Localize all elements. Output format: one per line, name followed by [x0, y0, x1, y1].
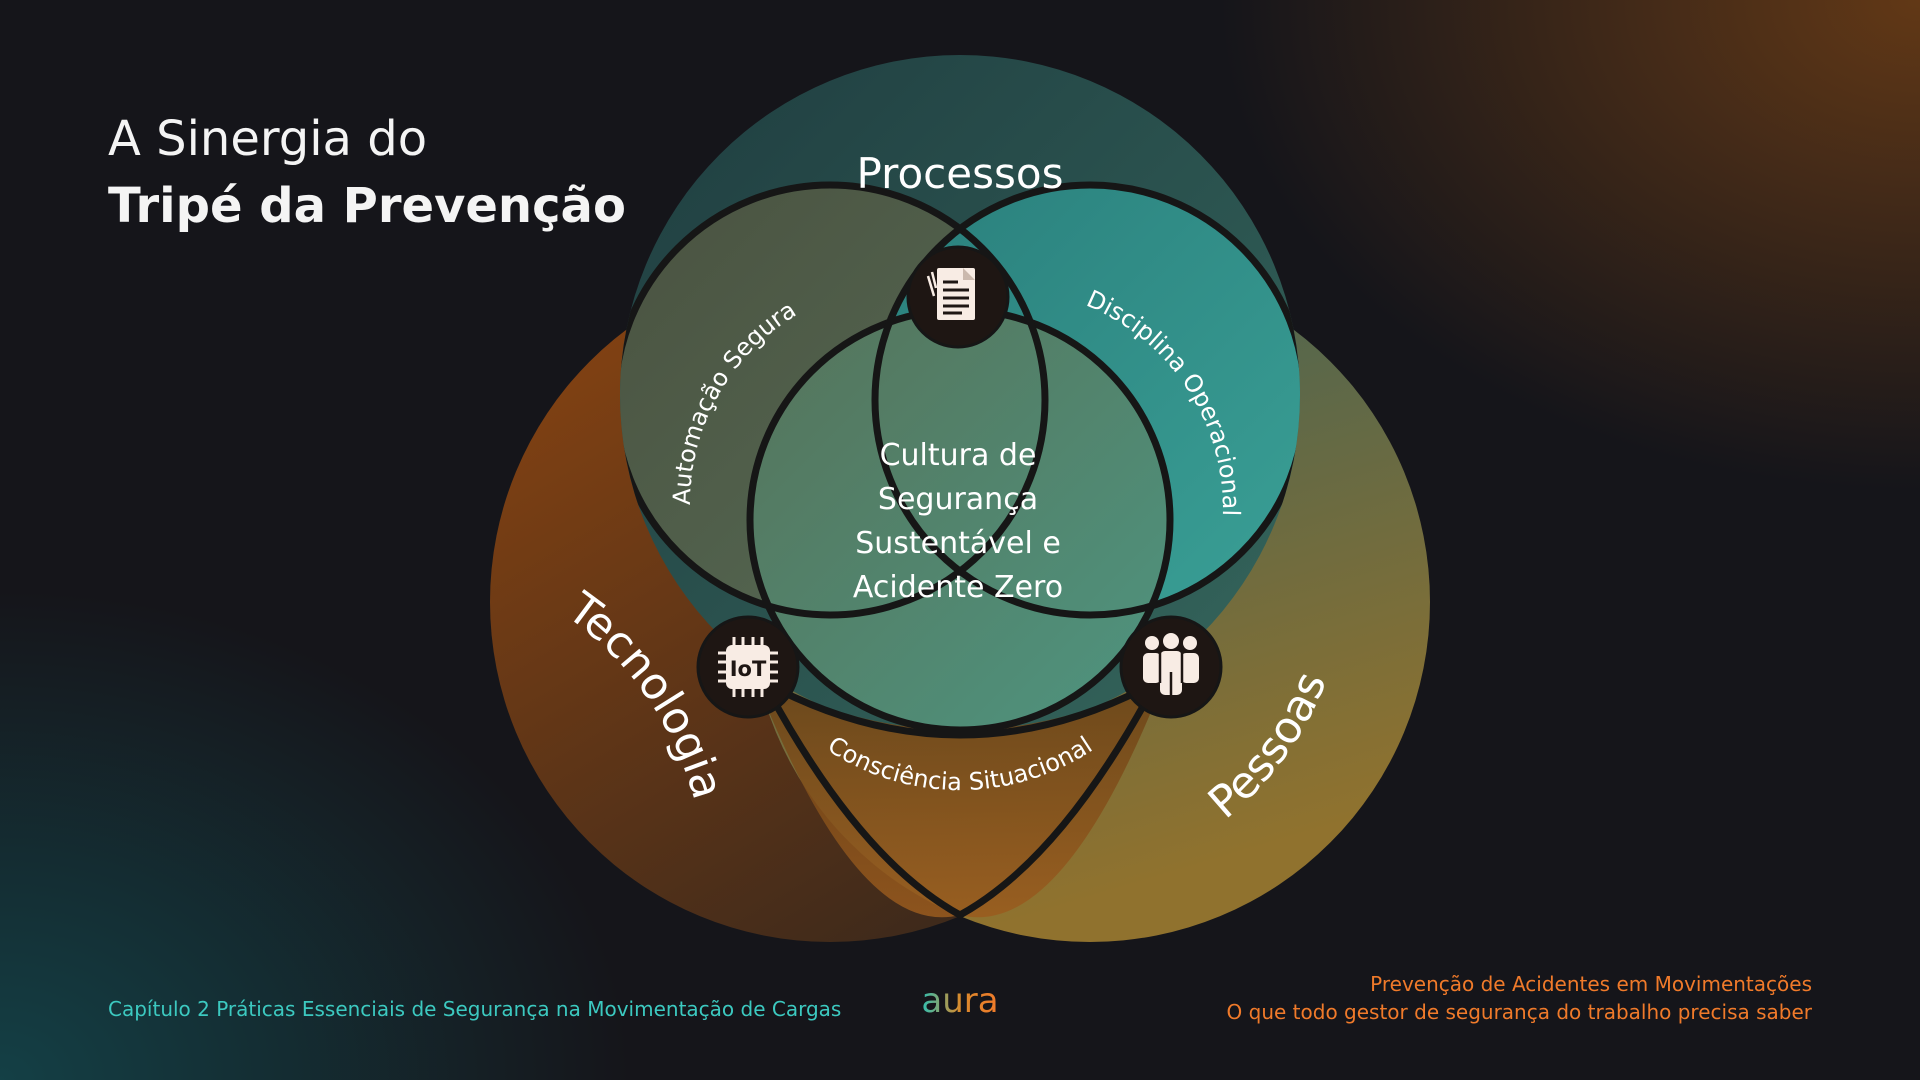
page-title: A Sinergia do Tripé da Prevenção	[108, 106, 626, 240]
document-icon	[906, 245, 1010, 349]
center-label: Cultura de Segurança Sustentável e Acide…	[853, 438, 1063, 605]
aura-logo-text: aura	[921, 982, 998, 1021]
label-processos: Processos	[857, 149, 1064, 198]
book-info: Prevenção de Acidentes em Movimentações …	[1227, 970, 1812, 1026]
aura-logo: aura	[921, 982, 998, 1021]
petal-left-outline	[620, 181, 1049, 619]
chapter-label: Capítulo 2 Práticas Essenciais de Segura…	[108, 997, 842, 1021]
center-label-line2: Segurança	[878, 482, 1038, 517]
people-group-icon	[1119, 615, 1223, 719]
iot-label: IoT	[730, 657, 767, 681]
region-tecnologia-pessoas	[760, 680, 1160, 918]
book-subtitle: O que todo gestor de segurança do trabal…	[1226, 1000, 1812, 1024]
book-title: Prevenção de Acidentes em Movimentações	[1370, 972, 1812, 996]
petal-bottom-outline-2	[764, 688, 1156, 919]
iot-chip-icon: IoT	[696, 615, 800, 719]
petal-right-outline	[871, 181, 1300, 619]
center-label-line3: Sustentável e	[855, 526, 1061, 561]
region-center	[750, 310, 1170, 730]
page-title-line2: Tripé da Prevenção	[108, 178, 626, 234]
center-label-line1: Cultura de	[880, 438, 1037, 473]
center-label-line4: Acidente Zero	[853, 570, 1063, 605]
page-title-line1: A Sinergia do	[108, 111, 428, 167]
petal-bottom-outline	[758, 676, 1162, 739]
